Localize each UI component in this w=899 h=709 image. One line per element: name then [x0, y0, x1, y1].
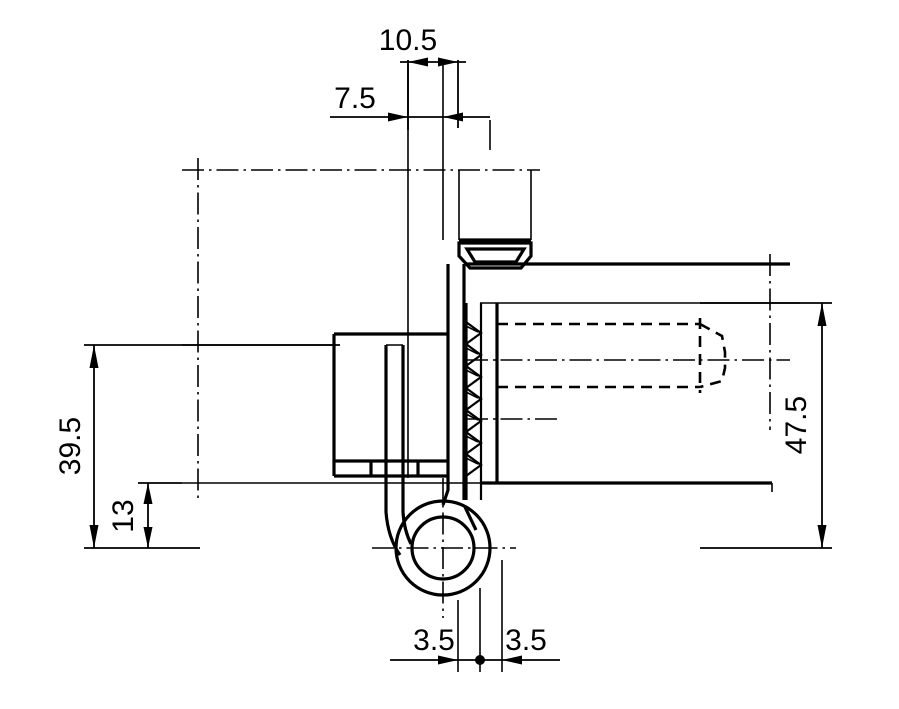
hinge-arm-left-descent	[384, 476, 402, 556]
frame-body-group	[182, 262, 800, 492]
dim-3-5-right-arrow	[502, 655, 522, 665]
dim-39-5-arrow-bottom	[89, 525, 99, 548]
dim-3-5-left-arrow	[438, 655, 458, 665]
dim-3-5-left-label: 3.5	[413, 624, 455, 657]
thread-flank-ticks	[465, 325, 479, 465]
dimension-3-5-pair: 3.5 3.5	[390, 624, 560, 665]
screw-hidden-nose-curve	[699, 322, 727, 389]
centerlines-group	[182, 158, 790, 618]
dim-7-5-arrow-right	[388, 112, 408, 122]
dim-13-arrow-top	[143, 483, 153, 504]
dim-10-5-label: 10.5	[379, 24, 437, 57]
dimension-7-5: 7.5	[330, 82, 490, 122]
dimension-13: 13	[107, 482, 182, 548]
hinge-knuckle-group	[394, 499, 492, 597]
threaded-bore-group	[464, 303, 483, 500]
dim-10-5-arrow-left	[408, 57, 428, 67]
dim-3-5-right-label: 3.5	[505, 624, 547, 657]
hinge-arm-left-descent-inner	[401, 476, 413, 545]
hinge-arm-outer-wall	[441, 264, 450, 506]
dimension-39-5: 39.5	[54, 344, 340, 549]
cover-cap-inner	[464, 247, 527, 264]
dim-47-5-label: 47.5	[780, 396, 813, 454]
dim-13-label: 13	[107, 499, 140, 532]
dim-10-5-arrow-right	[438, 57, 458, 67]
dim-47-5-arrow-top	[817, 303, 827, 326]
dimension-10-5: 10.5	[379, 24, 466, 130]
dim-39-5-arrow-top	[89, 345, 99, 368]
dim-7-5-arrow-left	[443, 112, 463, 122]
thread-profile-zigzag	[464, 321, 483, 477]
construction-guides-group	[407, 64, 503, 672]
dimension-47-5: 47.5	[700, 302, 832, 549]
hidden-screw-group	[497, 318, 727, 393]
dim-13-arrow-bottom	[143, 527, 153, 548]
knuckle-gap-detail	[463, 506, 478, 531]
dim-39-5-label: 39.5	[54, 417, 87, 475]
cover-cap-outer	[457, 241, 533, 270]
cover-cap-group	[457, 170, 533, 270]
knuckle-outer-circle	[394, 499, 492, 597]
dim-47-5-arrow-bottom	[817, 525, 827, 548]
dim-7-5-label: 7.5	[334, 82, 376, 115]
knuckle-inner-circle	[410, 515, 476, 581]
mounting-plate-group	[332, 332, 448, 478]
dim-3-5-center-dot	[475, 655, 485, 665]
hinge-arm-group	[384, 264, 466, 556]
